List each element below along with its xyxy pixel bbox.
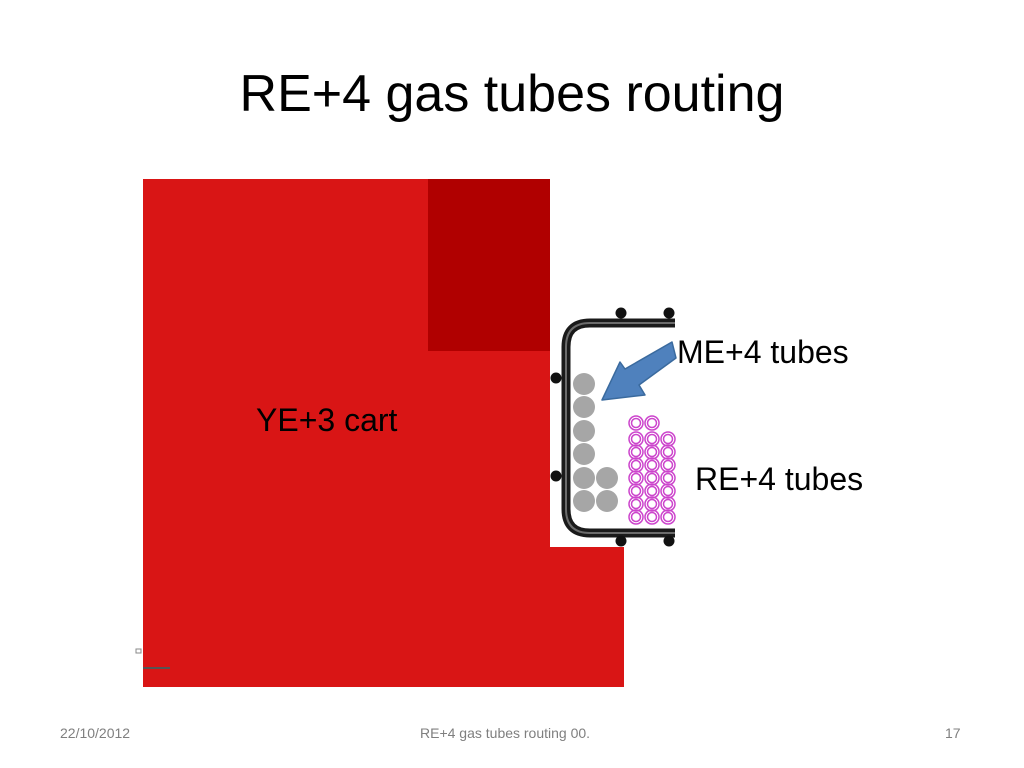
pointer-arrow	[601, 341, 677, 401]
footer-date: 22/10/2012	[60, 725, 131, 741]
re4-tube	[628, 431, 644, 447]
re4-tube-inner	[646, 417, 658, 429]
re4-tube	[644, 496, 660, 512]
re4-tube-inner	[662, 459, 674, 471]
re4-tube-inner	[646, 446, 658, 458]
re4-tube-inner	[662, 446, 674, 458]
re4-tube-inner	[662, 472, 674, 484]
footer-center: RE+4 gas tubes routing 00.	[420, 725, 591, 741]
re4-tube	[644, 415, 660, 431]
re4-tube-inner	[630, 485, 642, 497]
re4-tube	[644, 431, 660, 447]
re4-tube-inner	[630, 417, 642, 429]
re4-tube-inner	[630, 446, 642, 458]
cart-label: YE+3 cart	[256, 402, 398, 438]
re4-tube-inner	[630, 498, 642, 510]
re4-tube	[644, 509, 660, 525]
re4-tube-inner	[662, 511, 674, 523]
re4-tube	[628, 444, 644, 460]
re4-tube	[660, 483, 676, 499]
re4-tube-inner	[630, 433, 642, 445]
re4-tube	[660, 509, 676, 525]
re4-tube-inner	[662, 485, 674, 497]
re4-tube	[628, 470, 644, 486]
re4-tube-inner	[646, 498, 658, 510]
re4-tube	[628, 415, 644, 431]
re-tubes-label: RE+4 tubes	[695, 461, 864, 497]
re4-tube-inner	[630, 511, 642, 523]
re4-tube-inner	[630, 472, 642, 484]
re4-tube	[628, 509, 644, 525]
re4-tube-inner	[646, 485, 658, 497]
re4-tube-inner	[662, 433, 674, 445]
slide-title: RE+4 gas tubes routing	[239, 65, 785, 123]
scale-marker-box	[135, 648, 142, 654]
re4-tube	[644, 483, 660, 499]
re4-tube	[660, 444, 676, 460]
re4-tube	[644, 470, 660, 486]
me-tubes-label: ME+4 tubes	[677, 334, 849, 370]
footer-page-number: 17	[945, 725, 961, 741]
re4-tube-inner	[646, 433, 658, 445]
re4-tube	[660, 457, 676, 473]
bracket-bolts	[550, 307, 675, 547]
re4-tube-inner	[630, 459, 642, 471]
re4-tube	[660, 496, 676, 512]
re4-tube-inner	[646, 459, 658, 471]
cart-dark-block	[428, 179, 550, 351]
re4-tube	[644, 457, 660, 473]
re4-tube	[660, 470, 676, 486]
re4-tube	[628, 496, 644, 512]
tube-channel-inner	[565, 322, 675, 534]
re4-tube	[644, 444, 660, 460]
re4-tube-inner	[646, 472, 658, 484]
re4-tubes	[628, 415, 676, 525]
re4-tube	[628, 457, 644, 473]
me4-tubes	[573, 373, 618, 512]
re4-tube	[660, 431, 676, 447]
re4-tube	[628, 483, 644, 499]
re4-tube-inner	[662, 498, 674, 510]
re4-tube-inner	[646, 511, 658, 523]
